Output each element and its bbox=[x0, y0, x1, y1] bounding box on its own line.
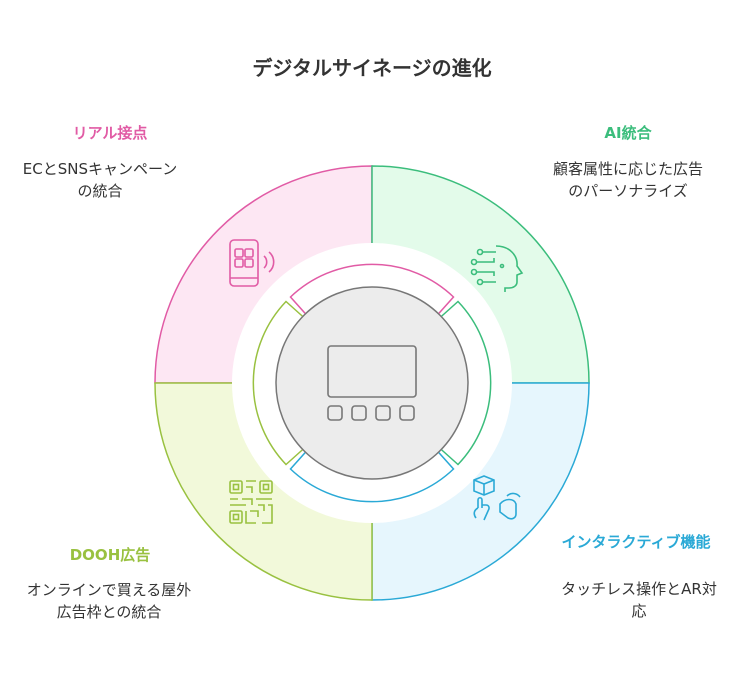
segment-label-interactive-features: インタラクティブ機能 bbox=[561, 533, 711, 551]
smartphone-icon bbox=[229, 239, 275, 287]
ai-head-icon bbox=[470, 245, 524, 292]
qr-code-icon bbox=[229, 480, 273, 524]
segment-label-ai-integration: AI統合 bbox=[604, 124, 652, 142]
touchless-ar-icon bbox=[473, 475, 521, 521]
center-hub bbox=[275, 286, 469, 480]
segment-description-dooh-advertising: オンラインで買える屋外広告枠との統合 bbox=[26, 581, 192, 621]
segment-label-dooh-advertising: DOOH広告 bbox=[69, 546, 151, 564]
segment-description-real-touchpoint: ECとSNSキャンペーンの統合 bbox=[22, 160, 178, 200]
segment-description-interactive-features: タッチレス操作とAR対応 bbox=[561, 580, 717, 620]
segment-description-ai-integration: 顧客属性に応じた広告のパーソナライズ bbox=[552, 160, 703, 200]
digital-signage-display-icon bbox=[327, 345, 417, 421]
diagram-title: デジタルサイネージの進化 bbox=[252, 56, 492, 80]
segment-label-real-touchpoint: リアル接点 bbox=[72, 124, 148, 142]
